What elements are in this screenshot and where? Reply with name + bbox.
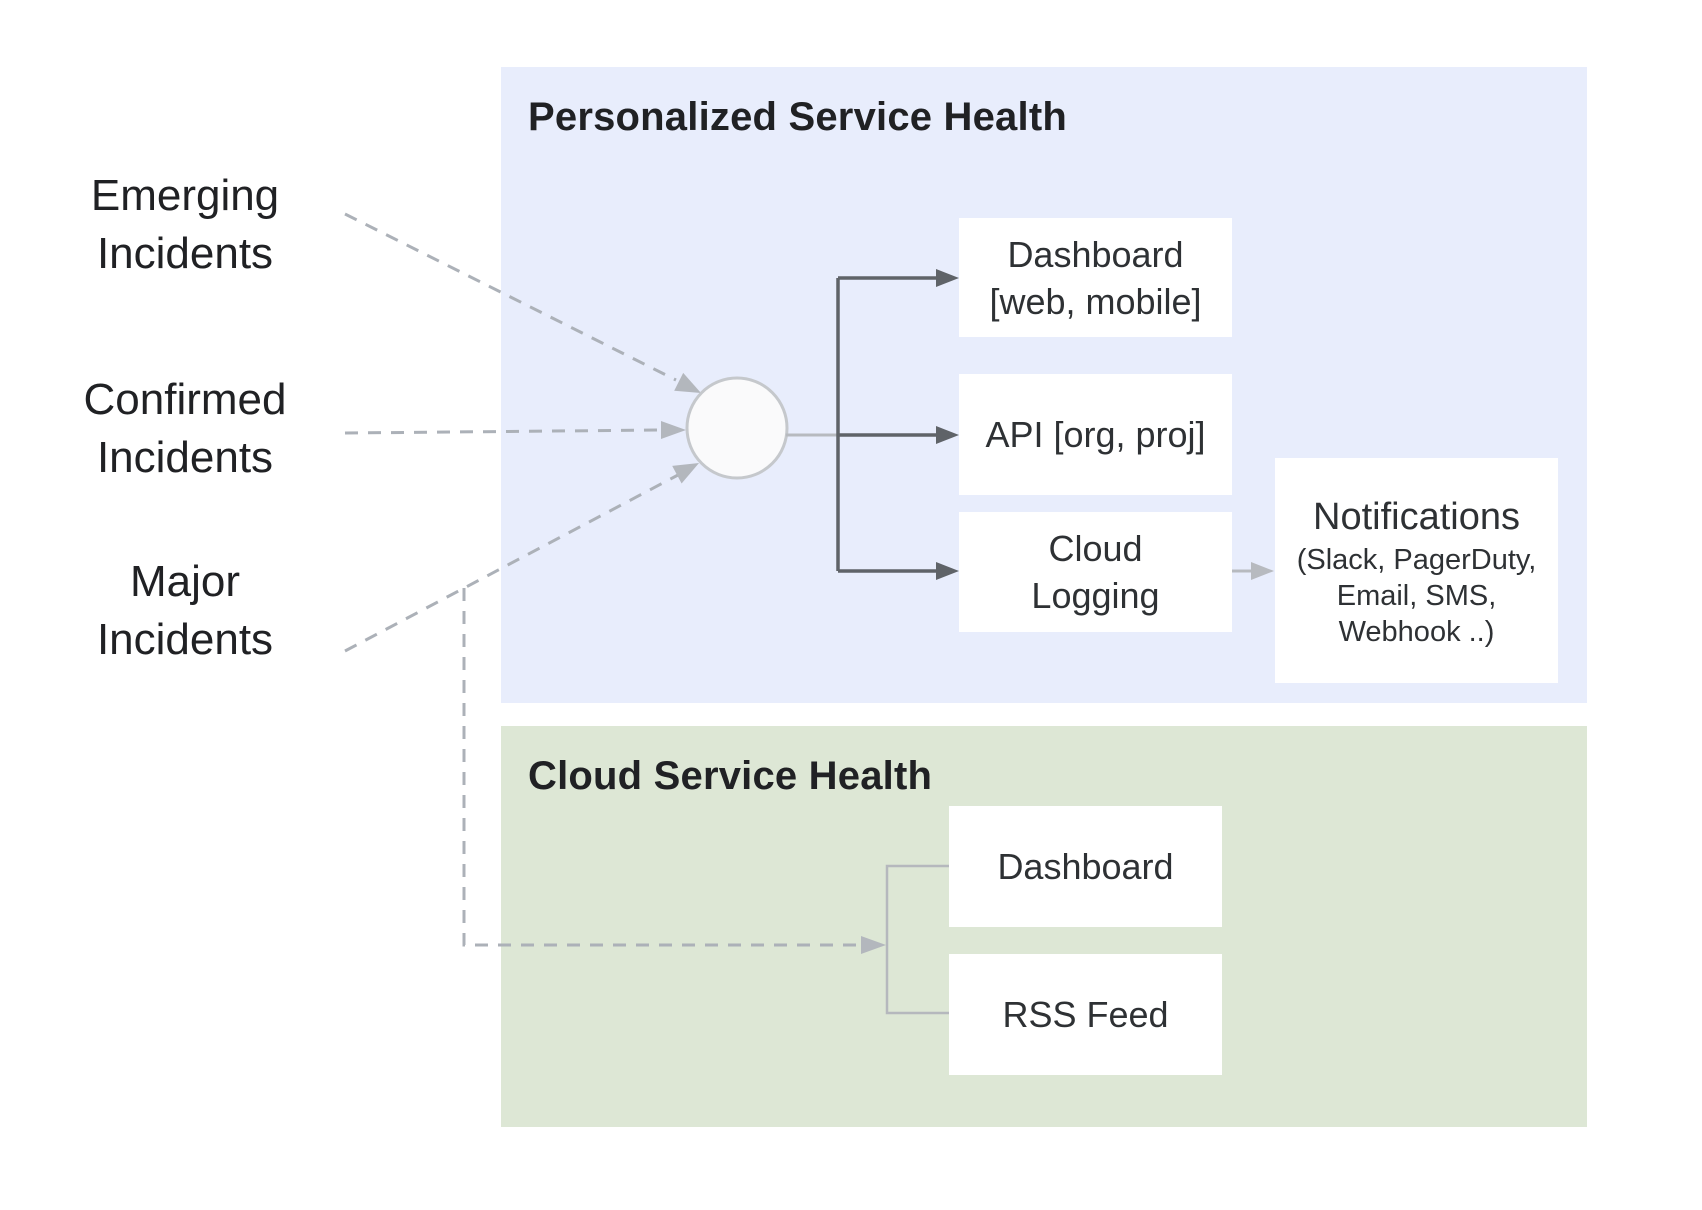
arrowhead-icon xyxy=(661,421,686,439)
node-cloud-dashboard: Dashboard xyxy=(949,806,1222,927)
personalized-panel-title: Personalized Service Health xyxy=(528,95,1067,139)
cloud-panel-title: Cloud Service Health xyxy=(528,754,933,798)
arrowhead-icon xyxy=(672,463,699,484)
edge-major-to-hub xyxy=(344,463,699,653)
arrowhead-icon xyxy=(936,426,959,444)
node-label-line: API [org, proj] xyxy=(985,414,1206,455)
node-rss-feed: RSS Feed xyxy=(949,954,1222,1075)
edge-trunk-personalized-outputs xyxy=(836,269,959,580)
arrowhead-icon xyxy=(936,562,959,580)
notifications-title: Notifications xyxy=(1313,495,1520,538)
label-confirmed-incidents: Confirmed Incidents xyxy=(50,371,320,487)
label-line: Incidents xyxy=(96,433,274,482)
node-label-line: Logging xyxy=(1031,575,1160,616)
label-emerging-incidents: Emerging Incidents xyxy=(50,167,320,283)
edge-bracket-cloud-outputs xyxy=(885,864,949,1015)
label-line: Incidents xyxy=(96,229,274,278)
node-label-line: Dashboard xyxy=(997,846,1174,887)
arrowhead-icon xyxy=(936,269,959,287)
node-dashboard-web-mobile: Dashboard [web, mobile] xyxy=(959,218,1232,337)
edge-logging-to-notifications xyxy=(1232,562,1274,580)
arrowhead-icon xyxy=(861,936,886,954)
arrowhead-icon xyxy=(674,372,701,393)
label-line: Major xyxy=(129,557,241,606)
label-line: Emerging xyxy=(90,171,280,220)
node-label-line: RSS Feed xyxy=(1002,994,1169,1035)
edge-major-to-cloud-service-health xyxy=(462,588,886,954)
node-api-org-proj: API [org, proj] xyxy=(959,374,1232,495)
node-label-line: [web, mobile] xyxy=(989,280,1202,322)
edge-emerging-to-hub xyxy=(344,212,701,393)
arrowhead-icon xyxy=(1251,562,1274,580)
notifications-detail-line: Email, SMS, xyxy=(1336,579,1497,612)
node-cloud-logging: Cloud Logging xyxy=(959,512,1232,632)
notifications-detail-line: Webhook ..) xyxy=(1338,615,1495,648)
notifications-detail-line: (Slack, PagerDuty, xyxy=(1296,543,1537,576)
node-label-line: Cloud xyxy=(1048,528,1143,569)
label-line: Confirmed xyxy=(83,375,287,424)
node-notifications: Notifications (Slack, PagerDuty, Email, … xyxy=(1275,458,1558,683)
aggregation-hub-node xyxy=(685,376,789,480)
label-major-incidents: Major Incidents xyxy=(50,553,320,669)
edge-confirmed-to-hub xyxy=(344,421,686,439)
node-label-line: Dashboard xyxy=(1007,233,1184,275)
label-line: Incidents xyxy=(96,615,274,664)
